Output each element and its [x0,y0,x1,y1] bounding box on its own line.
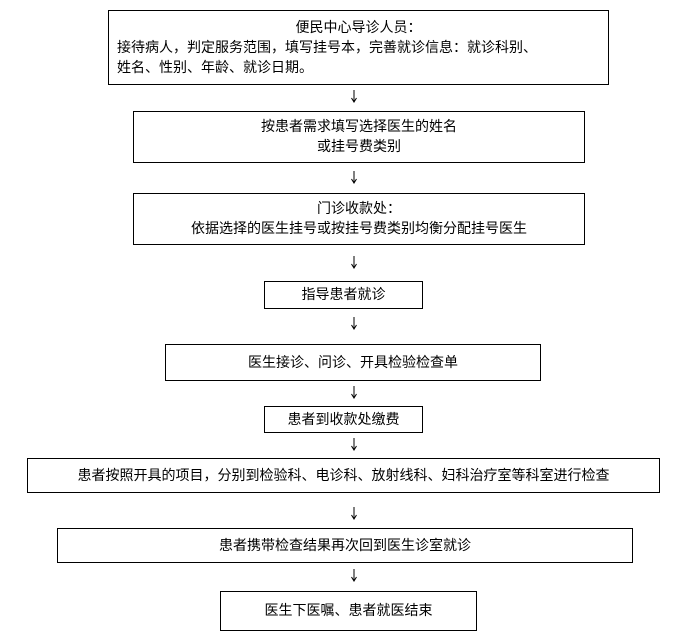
flow-step-9: 医生下医嘱、患者就医结束 [220,591,477,631]
arrow-down-icon [351,386,357,399]
arrow-down-icon [351,569,357,582]
step-1-line-2: 接待病人，判定服务范围，填写挂号本，完善就诊信息：就诊科别、 [117,39,537,56]
step-6-line-1: 患者到收款处缴费 [287,411,400,428]
arrow-down-icon [351,90,357,103]
flow-step-8: 患者携带检查结果再次回到医生诊室就诊 [57,528,633,563]
flow-step-3: 门诊收款处： 依据选择的医生挂号或按挂号费类别均衡分配挂号医生 [133,193,585,245]
arrow-down-icon [351,438,357,451]
flow-step-7: 患者按照开具的项目，分别到检验科、电诊科、放射线科、妇科治疗室等科室进行检查 [27,458,660,493]
flow-step-1: 便民中心导诊人员： 接待病人，判定服务范围，填写挂号本，完善就诊信息：就诊科别、… [108,10,609,85]
flow-step-5: 医生接诊、问诊、开具检验检查单 [165,344,541,381]
flow-step-6: 患者到收款处缴费 [264,406,423,433]
flow-step-4: 指导患者就诊 [264,281,423,309]
flow-step-2: 按患者需求填写选择医生的姓名 或挂号费类别 [133,111,585,163]
step-3-line-1: 门诊收款处： [317,201,401,217]
step-5-line-1: 医生接诊、问诊、开具检验检查单 [248,354,458,371]
step-1-line-3: 姓名、性别、年龄、就诊日期。 [117,59,313,76]
step-2-line-1: 按患者需求填写选择医生的姓名 [261,119,457,135]
step-2-line-2: 或挂号费类别 [317,139,401,155]
step-3-line-2: 依据选择的医生挂号或按挂号费类别均衡分配挂号医生 [191,221,527,237]
arrow-down-icon [351,507,357,520]
arrow-down-icon [351,256,357,269]
step-8-line-1: 患者携带检查结果再次回到医生诊室就诊 [219,537,471,554]
arrow-down-icon [351,317,357,330]
step-7-line-1: 患者按照开具的项目，分别到检验科、电诊科、放射线科、妇科治疗室等科室进行检查 [77,467,610,484]
arrow-down-icon [351,171,357,184]
step-4-line-1: 指导患者就诊 [301,287,386,303]
step-1-line-1: 便民中心导诊人员： [295,19,422,36]
step-9-line-1: 医生下医嘱、患者就医结束 [264,603,433,619]
